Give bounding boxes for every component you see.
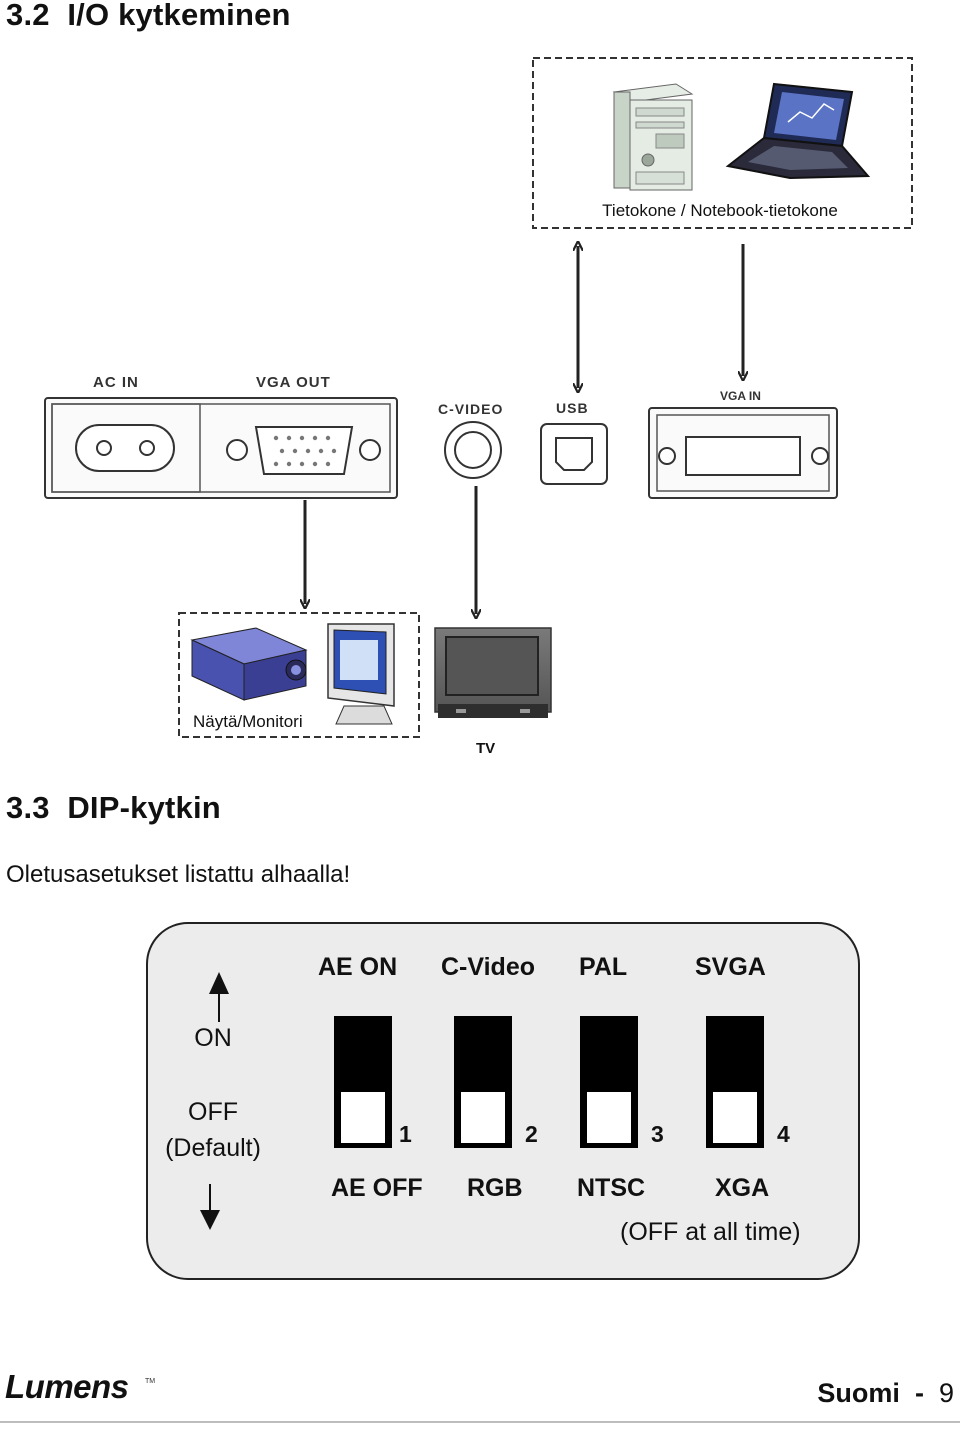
section-title: I/O kytkeminen: [67, 0, 291, 32]
vga-out-pins: [273, 435, 337, 467]
switch-3-off-label: NTSC: [577, 1174, 646, 1202]
off-label: OFF: [188, 1098, 238, 1126]
usb-port-icon: [540, 423, 608, 485]
c-video-port-icon: [444, 421, 502, 479]
projector-icon: [190, 627, 308, 701]
usb-label: USB: [556, 400, 589, 416]
page-footer-label: Suomi - 9: [817, 1378, 954, 1409]
footer-divider: [0, 1421, 960, 1423]
section-title: DIP-kytkin: [67, 790, 221, 825]
footer-separator: -: [914, 1378, 924, 1408]
switch-2-off-label: RGB: [467, 1174, 523, 1202]
switch-3-on-label: PAL: [579, 953, 628, 981]
section-heading-dip: 3.3 DIP-kytkin: [6, 790, 221, 826]
trademark-mark: TM: [145, 1378, 156, 1385]
footer-language: Suomi: [817, 1378, 900, 1408]
c-video-label: C-VIDEO: [438, 401, 503, 417]
default-label: (Default): [165, 1134, 261, 1162]
on-label: ON: [194, 1024, 232, 1052]
display-group-frame: [178, 612, 420, 738]
monitor-icon: [327, 623, 395, 725]
vga-out-port-icon: [254, 426, 354, 475]
switch-4-note: (OFF at all time): [620, 1218, 801, 1246]
switch-4-off-label: XGA: [715, 1174, 770, 1202]
switch-2-on-label: C-Video: [441, 953, 535, 981]
lumens-logo: Lumens: [5, 1368, 129, 1405]
vga-in-label: VGA IN: [720, 389, 761, 403]
rear-panel-right: [648, 407, 838, 499]
computer-group-frame: [532, 57, 913, 229]
dip-intro-text: Oletusasetukset listattu alhaalla!: [6, 861, 351, 888]
switch-1-number: 1: [399, 1121, 412, 1147]
vga-in-port-icon: [685, 436, 801, 476]
page-number: 9: [938, 1378, 954, 1408]
section-number: 3.2: [6, 0, 50, 32]
switch-4-number: 4: [777, 1121, 790, 1147]
io-connection-diagram: Tietokone / Notebook-tietokone: [44, 57, 913, 757]
desktop-computer-icon: [612, 83, 694, 191]
ac-socket-icon: [75, 424, 175, 472]
switch-1-on-label: AE ON: [318, 953, 398, 981]
tv-icon: [434, 627, 552, 718]
switch-1-off-label: AE OFF: [331, 1174, 423, 1202]
rear-panel-left: [44, 397, 398, 499]
switch-2-number: 2: [525, 1121, 538, 1147]
switch-3-number: 3: [651, 1121, 664, 1147]
switch-4-on-label: SVGA: [695, 953, 766, 981]
computer-label: Tietokone / Notebook-tietokone: [602, 201, 838, 220]
ac-in-label: AC IN: [93, 374, 139, 391]
vga-out-label: VGA OUT: [256, 374, 331, 391]
laptop-icon: [725, 82, 871, 180]
section-heading-io: 3.2 I/O kytkeminen: [6, 0, 291, 33]
section-number: 3.3: [6, 790, 50, 825]
display-label: Näytä/Monitori: [193, 712, 303, 731]
tv-label: TV: [476, 740, 495, 757]
